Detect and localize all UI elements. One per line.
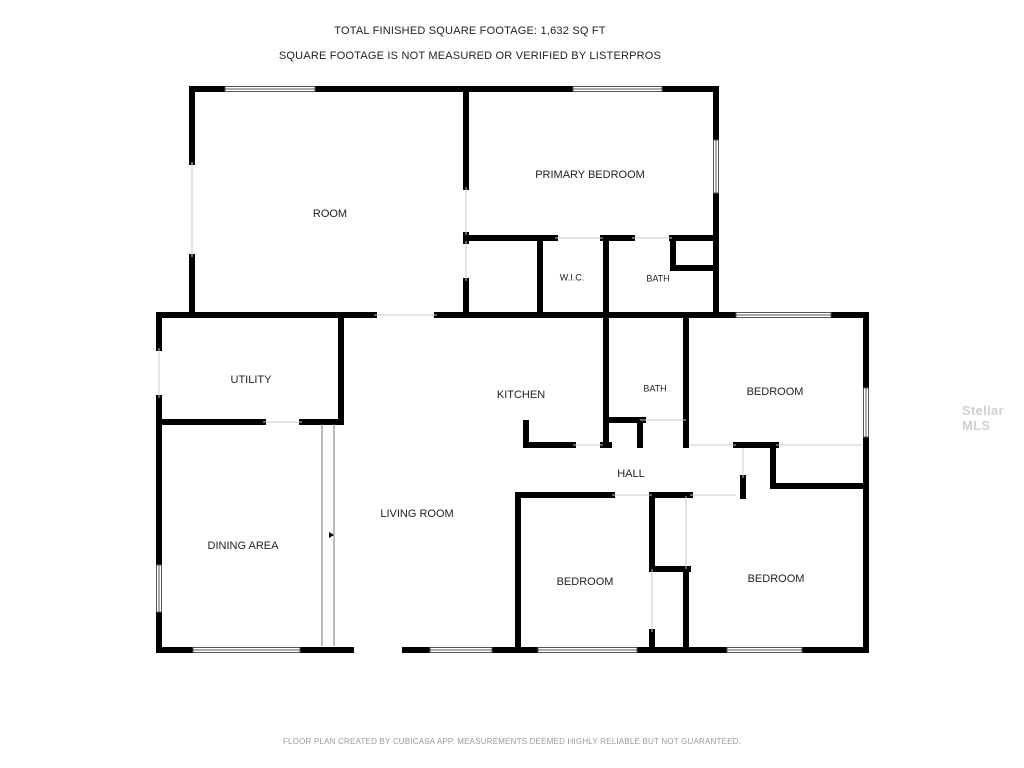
- square-footage-disclaimer: SQUARE FOOTAGE IS NOT MEASURED OR VERIFI…: [278, 50, 662, 62]
- label-room: ROOM: [313, 208, 347, 220]
- label-hall: HALL: [617, 468, 645, 480]
- label-kitchen: KITCHEN: [497, 389, 545, 401]
- label-bath-hall: BATH: [643, 383, 666, 393]
- label-utility: UTILITY: [231, 374, 273, 386]
- label-bedroom-bottom-mid: BEDROOM: [557, 576, 614, 588]
- openings: [158, 162, 862, 632]
- walls: [156, 86, 869, 653]
- footer-disclaimer: FLOOR PLAN CREATED BY CUBICASA APP. MEAS…: [282, 737, 742, 746]
- label-primary-bedroom: PRIMARY BEDROOM: [535, 169, 645, 181]
- label-bedroom-bottom-right: BEDROOM: [748, 573, 805, 585]
- windows: [156, 86, 869, 653]
- watermark-logo: Stellar MLS: [962, 403, 1004, 433]
- sliding-door: [321, 424, 335, 646]
- label-bedroom-right: BEDROOM: [747, 386, 804, 398]
- label-dining-area: DINING AREA: [208, 540, 280, 552]
- room-labels: ROOM PRIMARY BEDROOM W.I.C. BATH UTILITY…: [208, 169, 805, 588]
- label-living-room: LIVING ROOM: [380, 508, 453, 520]
- label-wic: W.I.C.: [560, 272, 585, 282]
- label-bath-primary: BATH: [646, 273, 669, 283]
- total-square-footage: TOTAL FINISHED SQUARE FOOTAGE: 1,632 SQ …: [334, 25, 606, 37]
